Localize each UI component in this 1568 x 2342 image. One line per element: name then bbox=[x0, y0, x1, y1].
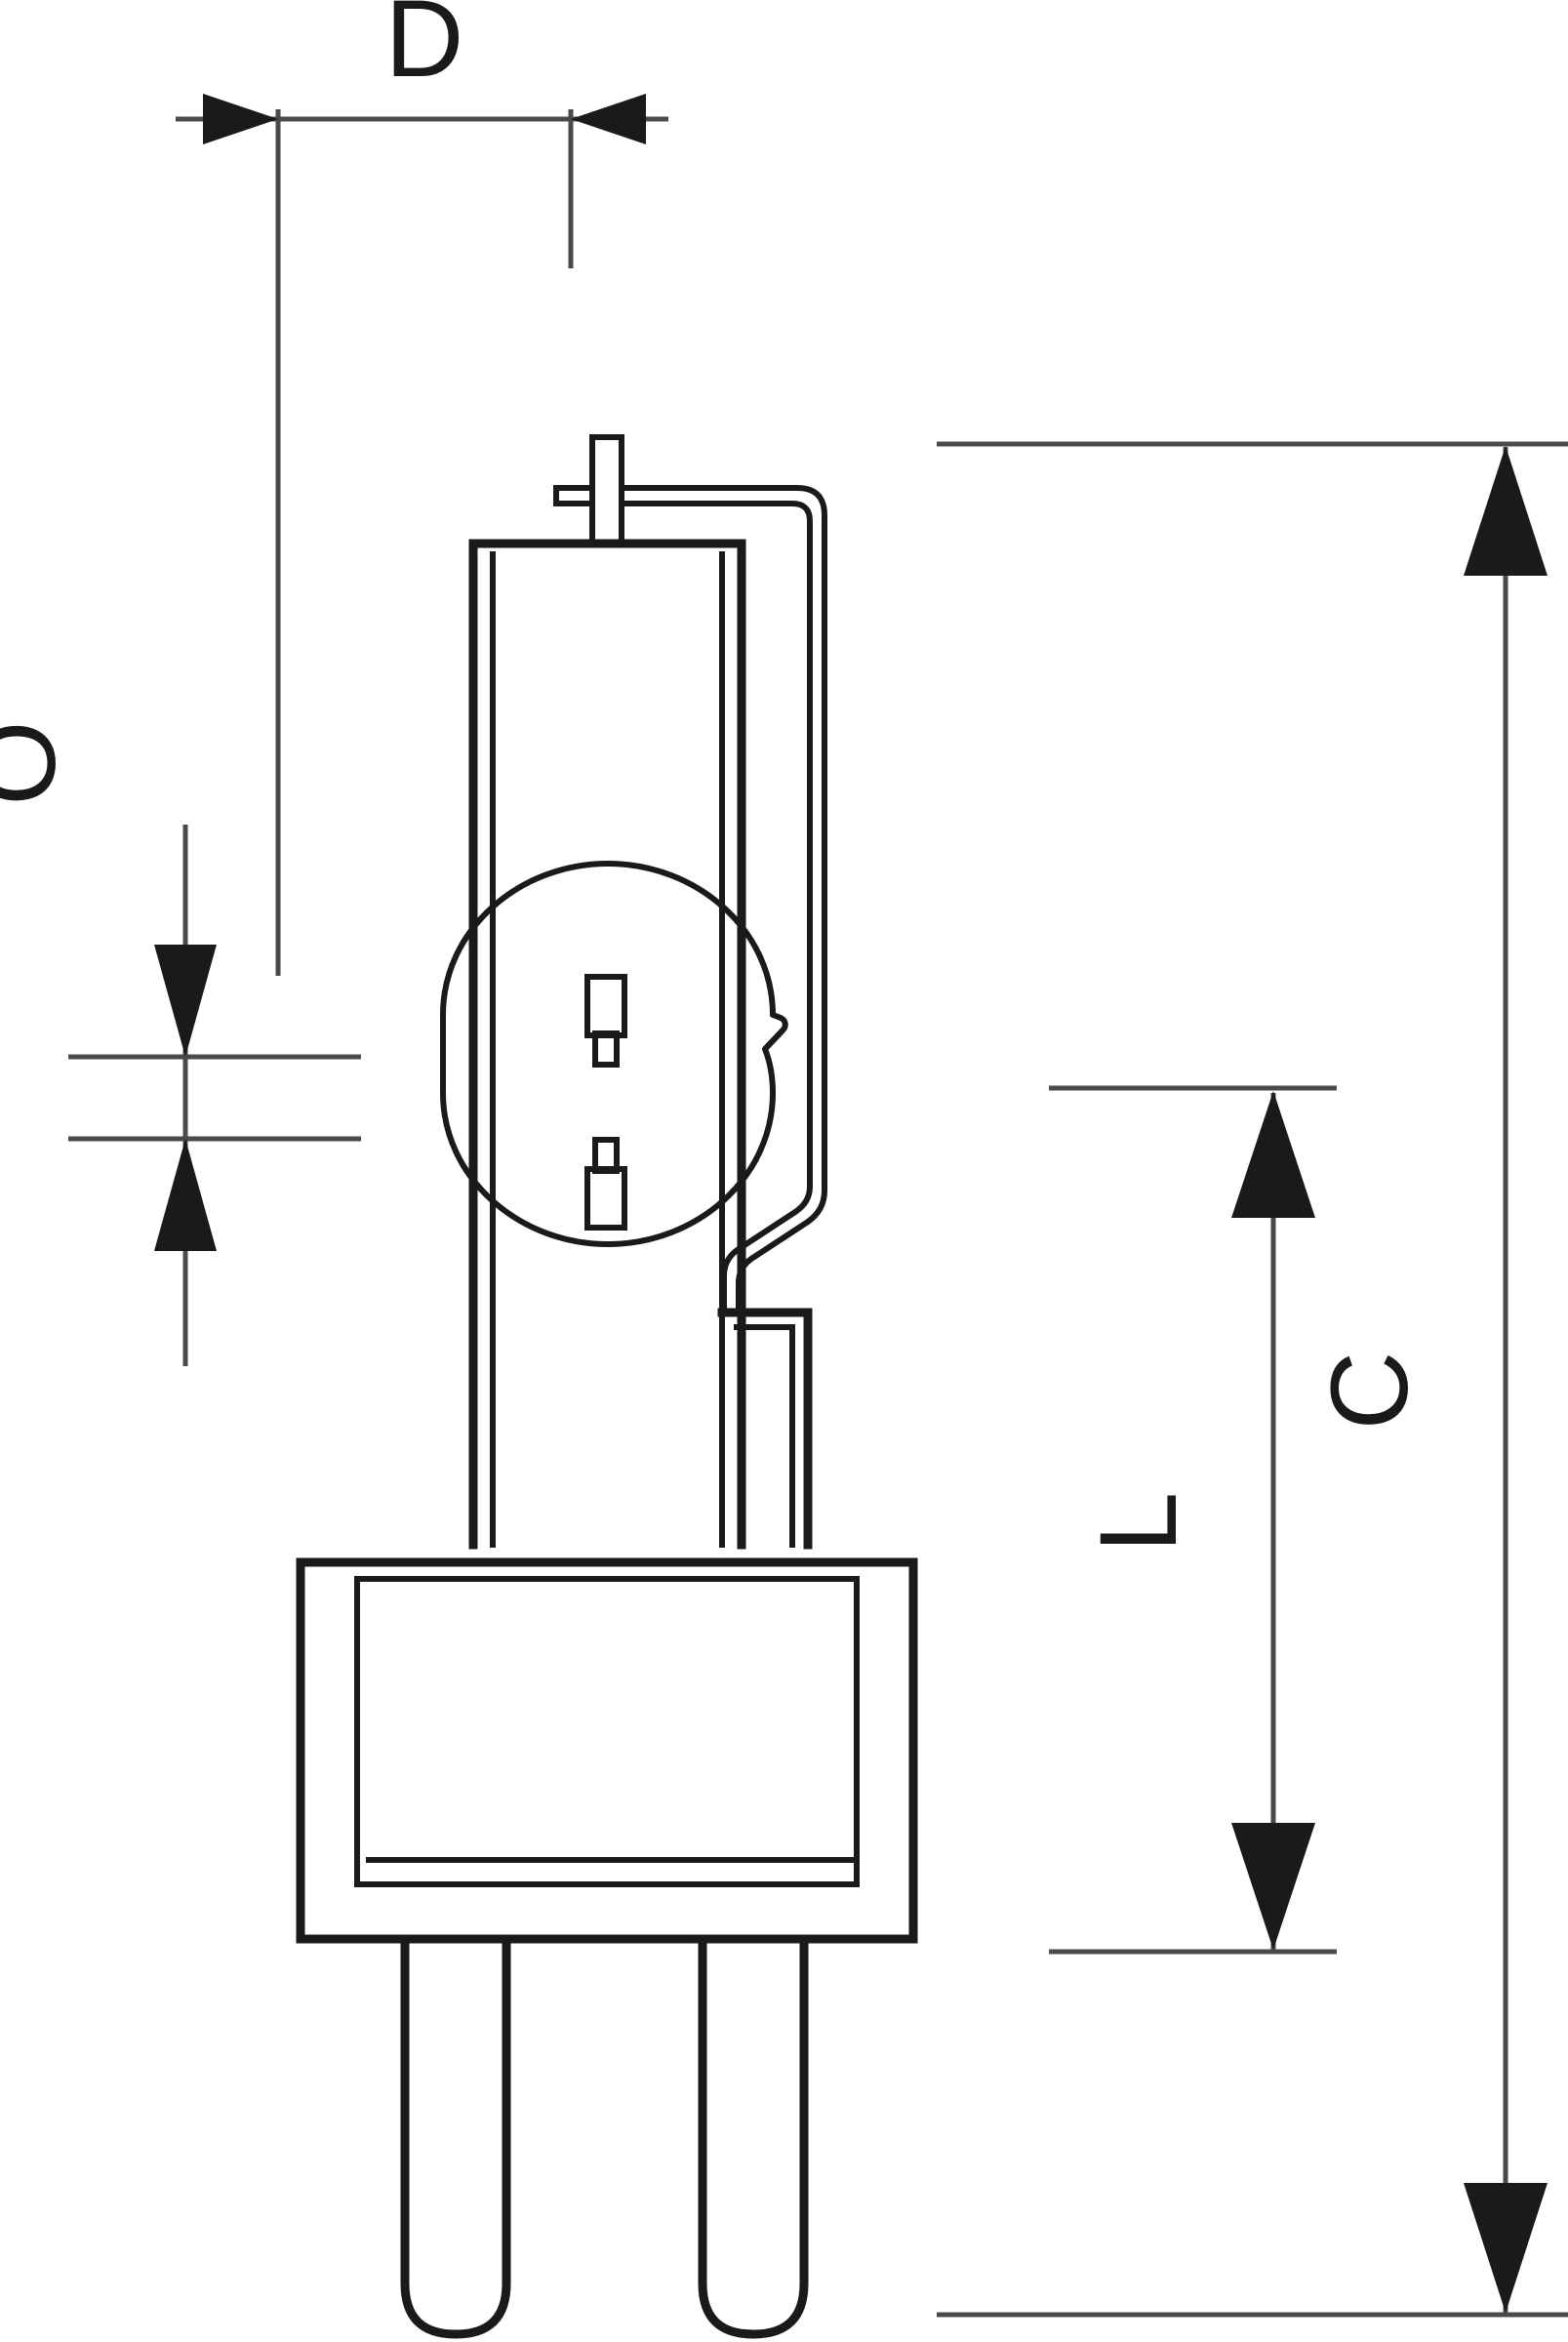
dimension-O-label: O bbox=[0, 720, 78, 805]
dimension-O-top-arrowhead bbox=[154, 945, 217, 1057]
support-wire bbox=[619, 485, 827, 1315]
lower-electrode-body bbox=[584, 1166, 627, 1231]
dimension-L-label: L bbox=[1077, 1492, 1199, 1553]
upper-electrode bbox=[584, 974, 627, 1068]
dimension-C-bottom-arrowhead bbox=[1464, 2183, 1548, 2313]
base-pins bbox=[400, 1934, 809, 2339]
outer-bulb-inner-walls bbox=[490, 551, 725, 1548]
support-wire-left-tail bbox=[553, 485, 595, 506]
arc-tube-burner bbox=[440, 861, 788, 1247]
dimension-C: C bbox=[937, 441, 1568, 2318]
burner-outline bbox=[440, 861, 788, 1247]
dimension-C-label: C bbox=[1308, 1352, 1430, 1431]
dimension-L: L bbox=[1049, 1085, 1337, 1955]
dimension-O-bottom-arrowhead bbox=[154, 1139, 217, 1251]
upper-electrode-body bbox=[584, 974, 627, 1038]
lamp-base-cap bbox=[296, 1557, 918, 1944]
dimension-D-right-arrowhead bbox=[571, 94, 646, 144]
exhaust-tip-stub bbox=[589, 434, 624, 546]
dimension-L-top-arrowhead bbox=[1231, 1091, 1315, 1218]
lower-lead-inner bbox=[734, 1324, 795, 1548]
lower-electrode bbox=[584, 1137, 627, 1231]
lower-lead-block bbox=[717, 1308, 813, 1550]
base-cap-inner bbox=[354, 1576, 860, 1887]
outer-bulb-envelope bbox=[468, 539, 746, 1550]
dimension-D: D bbox=[176, 0, 668, 976]
support-wire-inner-edge bbox=[619, 501, 813, 1315]
dimension-D-left-arrowhead bbox=[203, 94, 278, 144]
base-cap-outer bbox=[296, 1557, 918, 1944]
top-exhaust-stem bbox=[553, 434, 624, 546]
envelope-walls-over-burner bbox=[468, 859, 746, 1550]
base-pin-right bbox=[698, 1934, 809, 2339]
dimension-O: O bbox=[0, 720, 361, 1366]
outer-bulb-outer-walls bbox=[468, 539, 746, 1550]
support-wire-outer-edge bbox=[619, 485, 827, 1315]
envelope-inner-walls-over-burner bbox=[490, 861, 725, 1548]
dimension-D-label: D bbox=[385, 0, 464, 100]
base-pin-left bbox=[400, 1934, 511, 2339]
upper-electrode-tip bbox=[592, 1030, 620, 1068]
dimension-L-bottom-arrowhead bbox=[1231, 1823, 1315, 1950]
dimension-C-top-arrowhead bbox=[1464, 446, 1548, 576]
lower-lead-outer bbox=[717, 1308, 813, 1550]
envelope-walls-overlay bbox=[468, 859, 746, 1550]
